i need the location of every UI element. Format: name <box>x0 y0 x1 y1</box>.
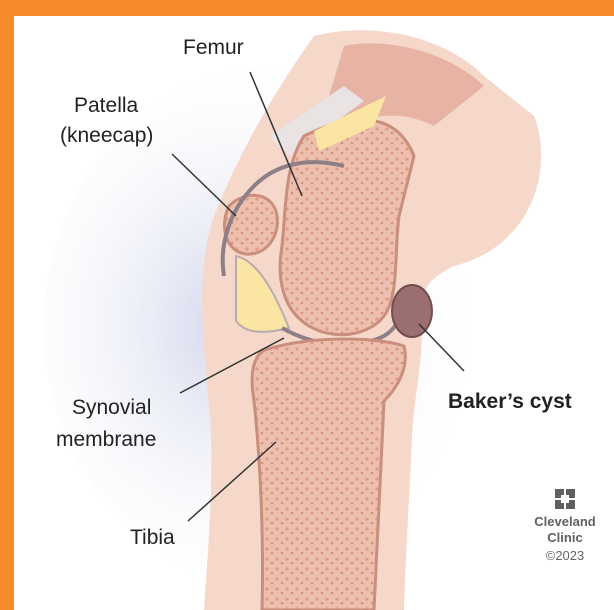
logo-text-line2: Clinic <box>520 530 610 546</box>
femur-label: Femur <box>183 34 244 62</box>
patella-bone <box>224 195 277 254</box>
tibia-label: Tibia <box>130 524 175 552</box>
bakers-cyst-label: Baker’s cyst <box>448 388 572 416</box>
patella-label-line1: Patella <box>74 92 138 120</box>
bakers-cyst-shape <box>392 285 432 337</box>
patella-label-line2: (kneecap) <box>60 122 153 150</box>
synovial-label-line2: membrane <box>56 426 156 454</box>
cleveland-clinic-logo: Cleveland Clinic ©2023 <box>520 488 610 564</box>
cleveland-clinic-mark-icon <box>554 488 576 510</box>
synovial-label-line1: Synovial <box>72 394 151 422</box>
copyright-text: ©2023 <box>520 548 610 564</box>
logo-text-line1: Cleveland <box>520 514 610 530</box>
